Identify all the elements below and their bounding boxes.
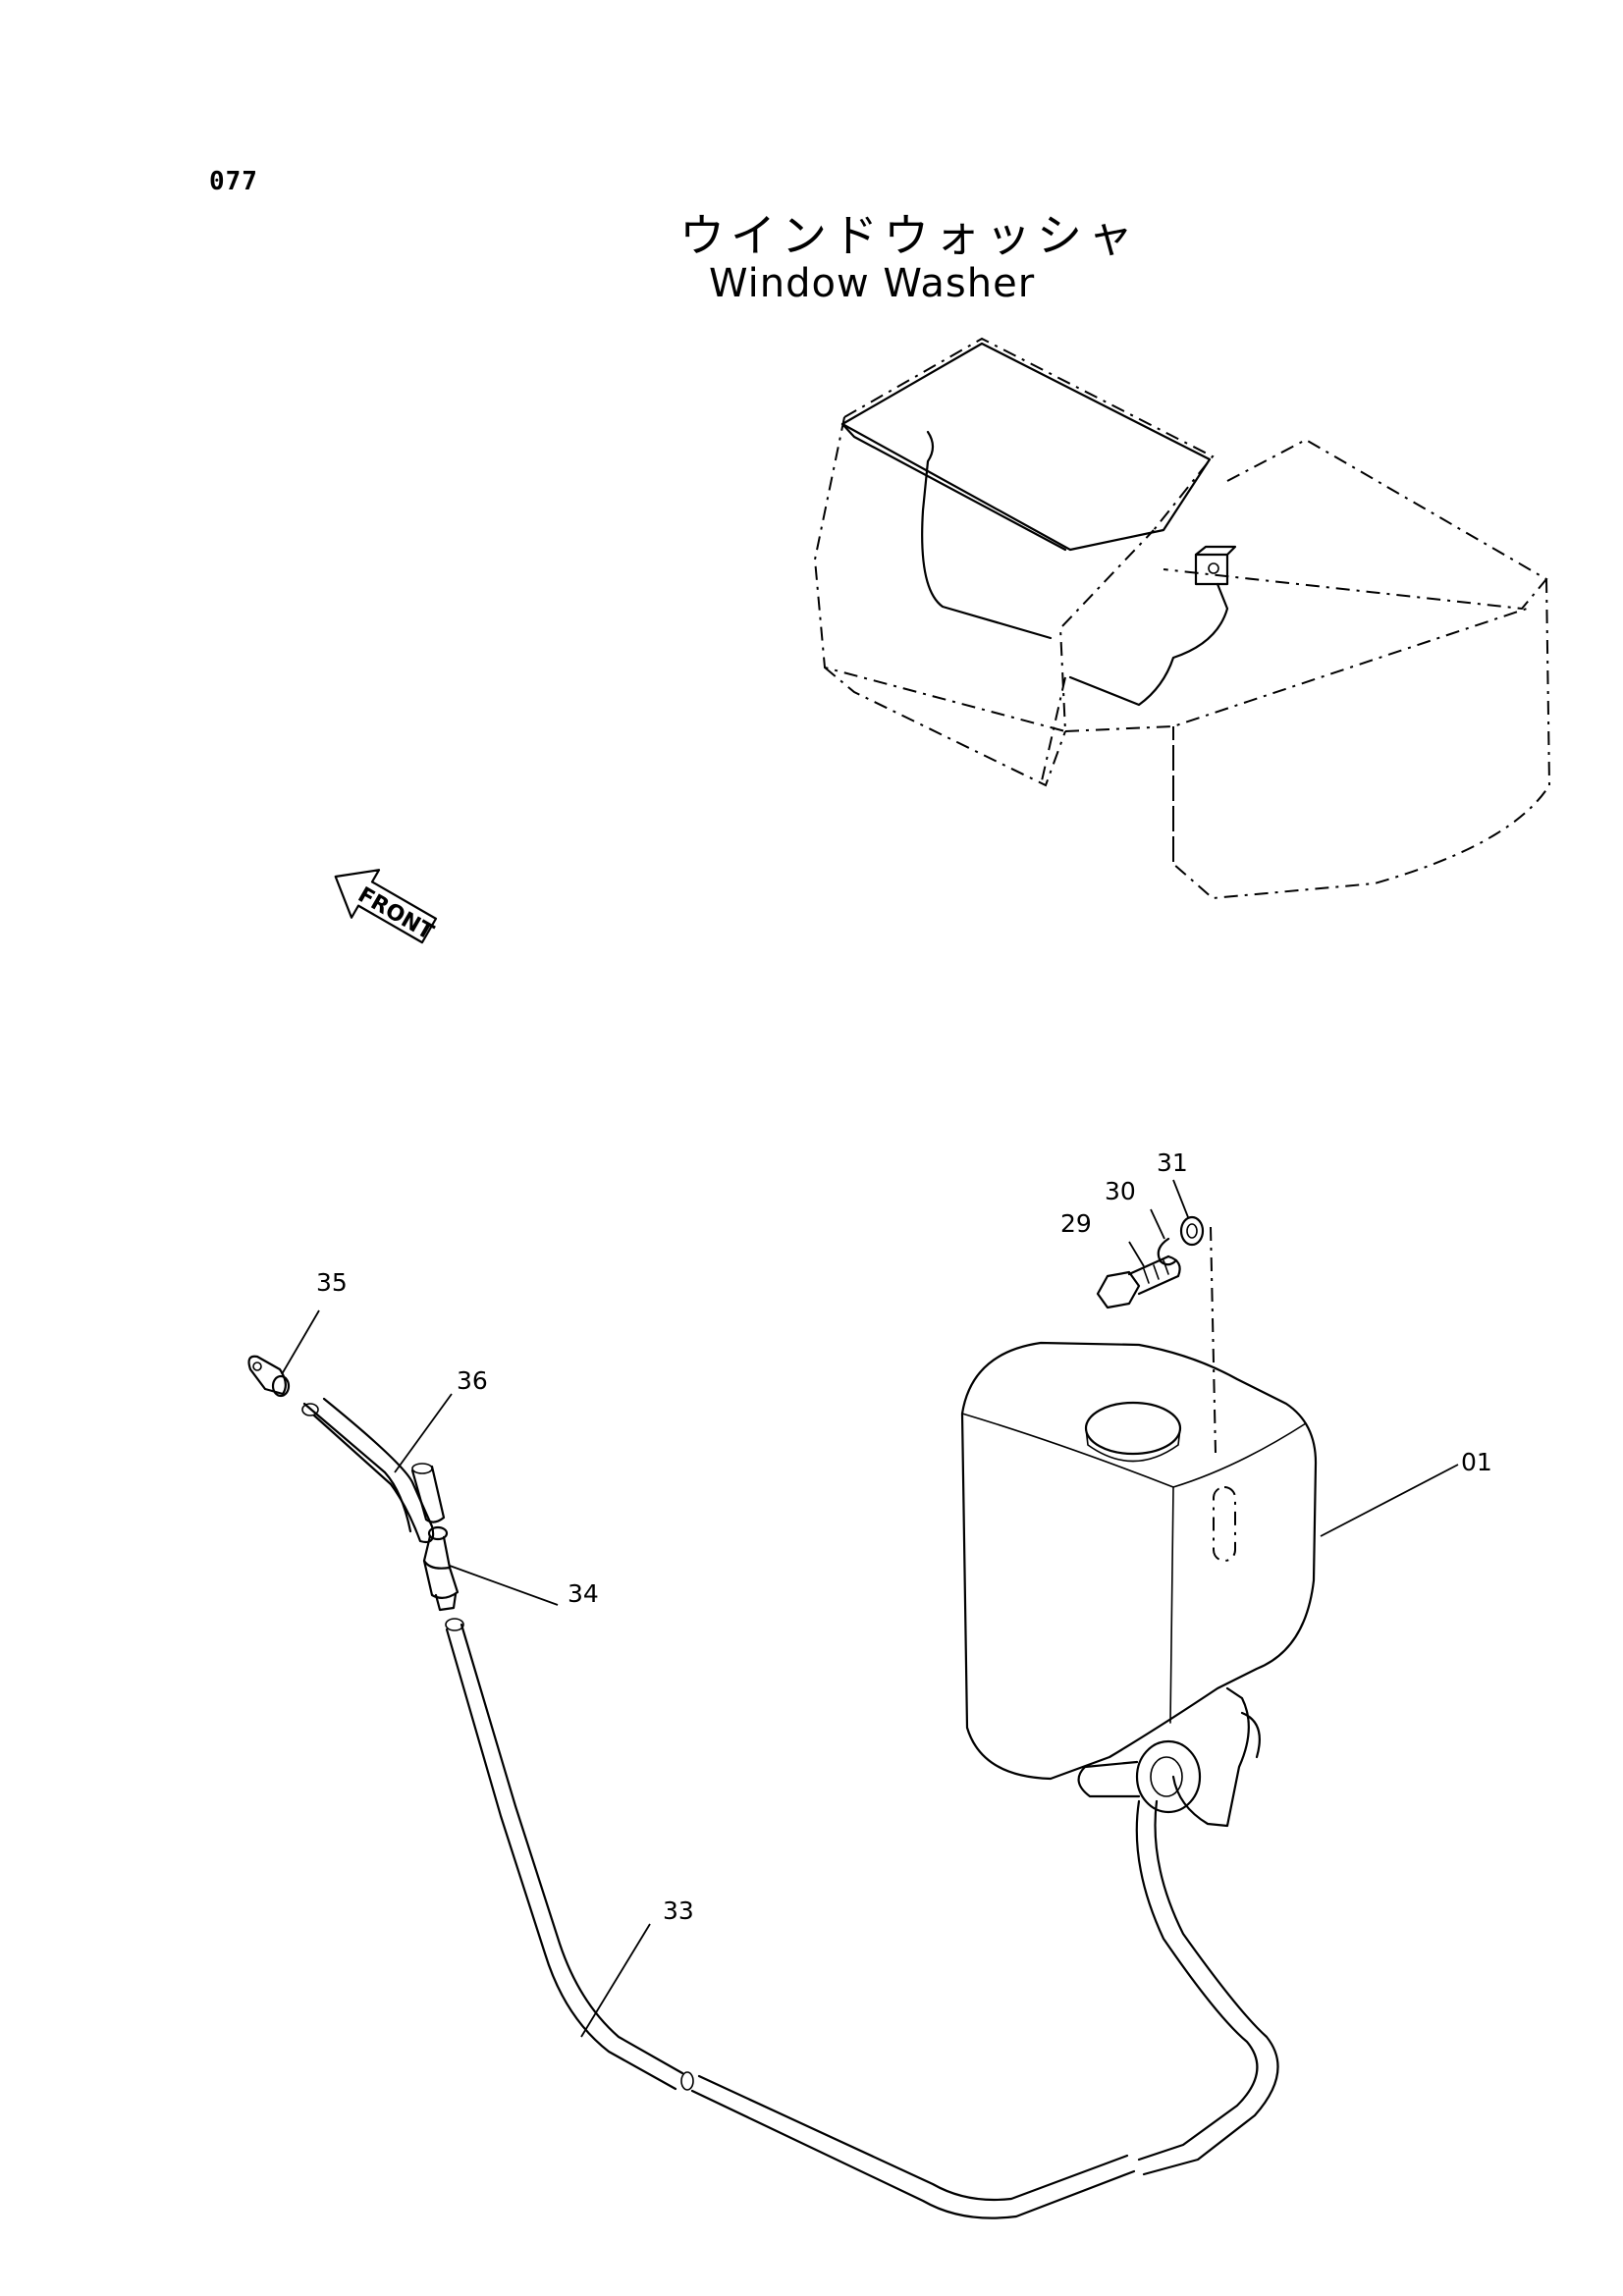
washer-30 bbox=[1157, 1237, 1178, 1266]
title-english: Window Washer bbox=[709, 261, 1036, 306]
callout-35: 35 bbox=[316, 1268, 348, 1297]
hose-33 bbox=[445, 1618, 1279, 2219]
bolt-29 bbox=[1096, 1255, 1181, 1309]
callout-29: 29 bbox=[1060, 1209, 1092, 1238]
front-arrow-label: FRONT bbox=[353, 882, 437, 945]
page-number: 077 bbox=[209, 167, 258, 196]
callout-36: 36 bbox=[457, 1366, 488, 1395]
callout-01: 01 bbox=[1461, 1448, 1492, 1476]
machine-overview bbox=[813, 337, 1551, 900]
callout-30: 30 bbox=[1105, 1177, 1136, 1205]
washer-31 bbox=[1179, 1215, 1205, 1247]
callout-31: 31 bbox=[1157, 1148, 1188, 1177]
washer-tank bbox=[960, 1341, 1318, 1828]
short-tube bbox=[410, 1463, 446, 1523]
callout-33: 33 bbox=[663, 1896, 694, 1925]
callout-34: 34 bbox=[568, 1579, 599, 1608]
joint-34 bbox=[422, 1525, 460, 1612]
callout-leaders bbox=[281, 1179, 1459, 2038]
bolt-alignment-line bbox=[1210, 1226, 1217, 1454]
nozzle-35 bbox=[247, 1355, 291, 1398]
title-japanese: ウインドウォッシャ bbox=[679, 209, 1139, 262]
hose-36 bbox=[301, 1397, 435, 1544]
front-arrow: FRONT bbox=[334, 869, 437, 945]
